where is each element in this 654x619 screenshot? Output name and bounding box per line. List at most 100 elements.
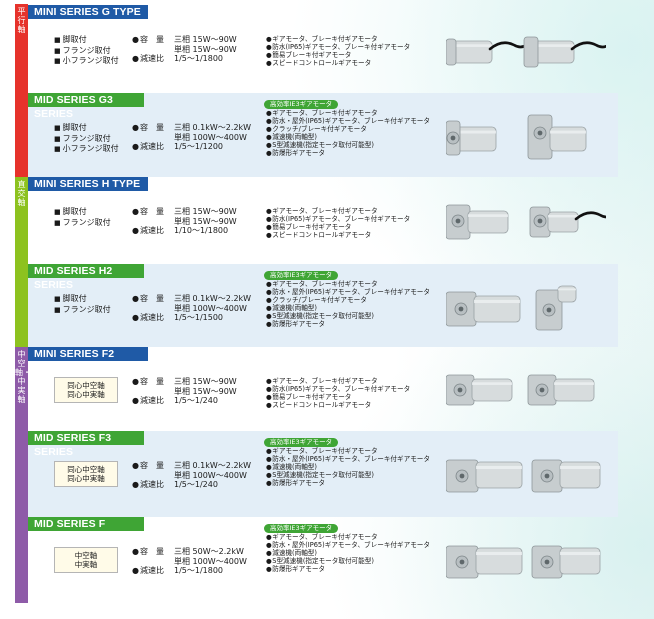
ratio-label: 減速比 [132, 313, 174, 323]
series-section: MINI SERIES G TYPE脚取付フランジ取付小フランジ取付 容 量三相… [28, 5, 618, 93]
capacity-three-phase: 三相 50W〜2.2kW [174, 547, 244, 556]
mounting-type: フランジ取付 [54, 218, 111, 229]
feature-list: ギアモータ、ブレーキ付ギアモータ防水(IP65)ギアモータ、ブレーキ付ギアモータ… [266, 207, 410, 239]
shaft-type-box: 中空軸中実軸 [54, 547, 118, 573]
feature-item: 防水・屋外(IP65)ギアモータ、ブレーキ付ギアモータ [266, 541, 430, 549]
feature-item: S型減速機(指定モータ取付可能型) [266, 557, 430, 565]
capacity-label: 容 量 [132, 123, 174, 133]
mounting-type: フランジ取付 [54, 305, 111, 316]
gearmotor-photo [445, 367, 606, 421]
feature-item: 防爆形ギアモータ [266, 479, 430, 487]
feature-item: スピードコントロールギアモータ [266, 231, 410, 239]
mounting-type: フランジ取付 [54, 134, 119, 145]
gearmotor-photo [445, 199, 620, 253]
mounting-type: フランジ取付 [54, 46, 119, 57]
ie3-badge: 高効率IE3ギアモータ [264, 524, 339, 533]
ie3-badge: 高効率IE3ギアモータ [264, 438, 339, 447]
category-label: 直交軸 [17, 180, 26, 207]
capacity-label: 容 量 [132, 207, 174, 217]
ratio-label: 減速比 [132, 54, 174, 64]
feature-item: 減速機(両軸型) [266, 463, 430, 471]
series-section: MID SERIES H2 SERIES脚取付フランジ取付 容 量三相 0.1k… [28, 264, 618, 347]
ratio-label: 減速比 [132, 396, 174, 406]
feature-list: ギアモータ、ブレーキ付ギアモータ防水(IP65)ギアモータ、ブレーキ付ギアモータ… [266, 35, 410, 67]
ie3-badge: 高効率IE3ギアモータ [264, 271, 339, 280]
feature-item: スピードコントロールギアモータ [266, 401, 410, 409]
series-title: MID SERIES G3 SERIES [28, 93, 144, 120]
gearmotor-photo [445, 27, 616, 81]
capacity-three-phase: 三相 15W〜90W [174, 377, 237, 386]
series-title: MID SERIES H2 SERIES [28, 264, 144, 291]
feature-item: 簡易ブレーキ付ギアモータ [266, 393, 410, 401]
mounting-type: 脚取付 [54, 294, 111, 305]
capacity-single-phase: 単相 100W〜400W [174, 470, 247, 480]
capacity-three-phase: 三相 0.1kW〜2.2kW [174, 294, 252, 303]
feature-item: 防水(IP65)ギアモータ、ブレーキ付ギアモータ [266, 385, 410, 393]
reduction-ratio: 1/5〜1/240 [174, 396, 218, 405]
feature-item: ギアモータ、ブレーキ付ギアモータ [266, 207, 410, 215]
mounting-type: 脚取付 [54, 207, 111, 218]
shaft-type: 同心中空軸 [67, 465, 105, 474]
capacity-three-phase: 三相 15W〜90W [174, 35, 237, 44]
shaft-type: 同心中実軸 [67, 390, 105, 399]
spec-block: 容 量三相 0.1kW〜2.2kW 単相 100W〜400W 減速比1/5〜1/… [132, 461, 251, 490]
series-section: MID SERIES G3 SERIES 脚取付フランジ取付小フランジ取付 容 量… [28, 93, 618, 177]
capacity-single-phase: 単相 15W〜90W [174, 386, 237, 396]
shaft-type: 中空軸 [74, 551, 98, 560]
feature-item: ギアモータ、ブレーキ付ギアモータ [266, 447, 430, 455]
feature-item: ギアモータ、ブレーキ付ギアモータ [266, 35, 410, 43]
series-title: MINI SERIES F2 TYPE [28, 347, 148, 374]
reduction-ratio: 1/10〜1/1800 [174, 226, 229, 235]
reduction-ratio: 1/5〜1/1800 [174, 54, 224, 63]
reduction-ratio: 1/5〜1/1800 [174, 566, 224, 575]
series-title: MINI SERIES G TYPE [28, 5, 148, 19]
feature-item: 防爆形ギアモータ [266, 565, 430, 573]
feature-item: 防爆形ギアモータ [266, 320, 430, 328]
category-label: 平行軸 [17, 7, 26, 34]
shaft-type: 中実軸 [74, 560, 98, 569]
feature-list: ギアモータ、ブレーキ付ギアモータ防水・屋外(IP65)ギアモータ、ブレーキ付ギア… [266, 447, 430, 487]
feature-item: 防水(IP65)ギアモータ、ブレーキ付ギアモータ [266, 215, 410, 223]
feature-item: ギアモータ、ブレーキ付ギアモータ [266, 377, 410, 385]
category-sidebar-3: 中空軸・中実軸 [15, 347, 31, 603]
capacity-single-phase: 単相 100W〜400W [174, 556, 247, 566]
capacity-single-phase: 単相 15W〜90W [174, 44, 237, 54]
feature-item: スピードコントロールギアモータ [266, 59, 410, 67]
feature-item: 簡易ブレーキ付ギアモータ [266, 223, 410, 231]
mounting-type: 小フランジ取付 [54, 144, 119, 155]
ratio-label: 減速比 [132, 142, 174, 152]
category-sidebar-2: 直交軸 [15, 177, 28, 347]
spec-block: 容 量三相 50W〜2.2kW 単相 100W〜400W 減速比1/5〜1/18… [132, 547, 247, 576]
reduction-ratio: 1/5〜1/1500 [174, 313, 224, 322]
capacity-label: 容 量 [132, 35, 174, 45]
mounting-list: 脚取付フランジ取付小フランジ取付 [54, 123, 119, 155]
shaft-type: 同心中空軸 [67, 381, 105, 390]
feature-item: 簡易ブレーキ付ギアモータ [266, 51, 410, 59]
feature-item: ギアモータ、ブレーキ付ギアモータ [266, 533, 430, 541]
capacity-single-phase: 単相 15W〜90W [174, 216, 237, 226]
series-title: MID SERIES F3 SERIES [28, 431, 144, 458]
feature-item: 防水・屋外(IP65)ギアモータ、ブレーキ付ギアモータ [266, 117, 430, 125]
shaft-type-box: 同心中空軸同心中実軸 [54, 461, 118, 487]
feature-item: 防水・屋外(IP65)ギアモータ、ブレーキ付ギアモータ [266, 455, 430, 463]
ratio-label: 減速比 [132, 480, 174, 490]
feature-list: ギアモータ、ブレーキ付ギアモータ防水・屋外(IP65)ギアモータ、ブレーキ付ギア… [266, 109, 430, 157]
feature-item: 減速機(両軸型) [266, 549, 430, 557]
capacity-three-phase: 三相 0.1kW〜2.2kW [174, 123, 252, 132]
feature-item: 防水・屋外(IP65)ギアモータ、ブレーキ付ギアモータ [266, 288, 430, 296]
feature-item: 防爆形ギアモータ [266, 149, 430, 157]
feature-list: ギアモータ、ブレーキ付ギアモータ防水・屋外(IP65)ギアモータ、ブレーキ付ギア… [266, 280, 430, 328]
capacity-single-phase: 単相 100W〜400W [174, 303, 247, 313]
gearmotor-photo [445, 113, 606, 167]
capacity-label: 容 量 [132, 461, 174, 471]
feature-item: S型減速機(指定モータ取付可能型) [266, 141, 430, 149]
reduction-ratio: 1/5〜1/1200 [174, 142, 224, 151]
feature-item: ギアモータ、ブレーキ付ギアモータ [266, 109, 430, 117]
capacity-label: 容 量 [132, 547, 174, 557]
capacity-label: 容 量 [132, 377, 174, 387]
